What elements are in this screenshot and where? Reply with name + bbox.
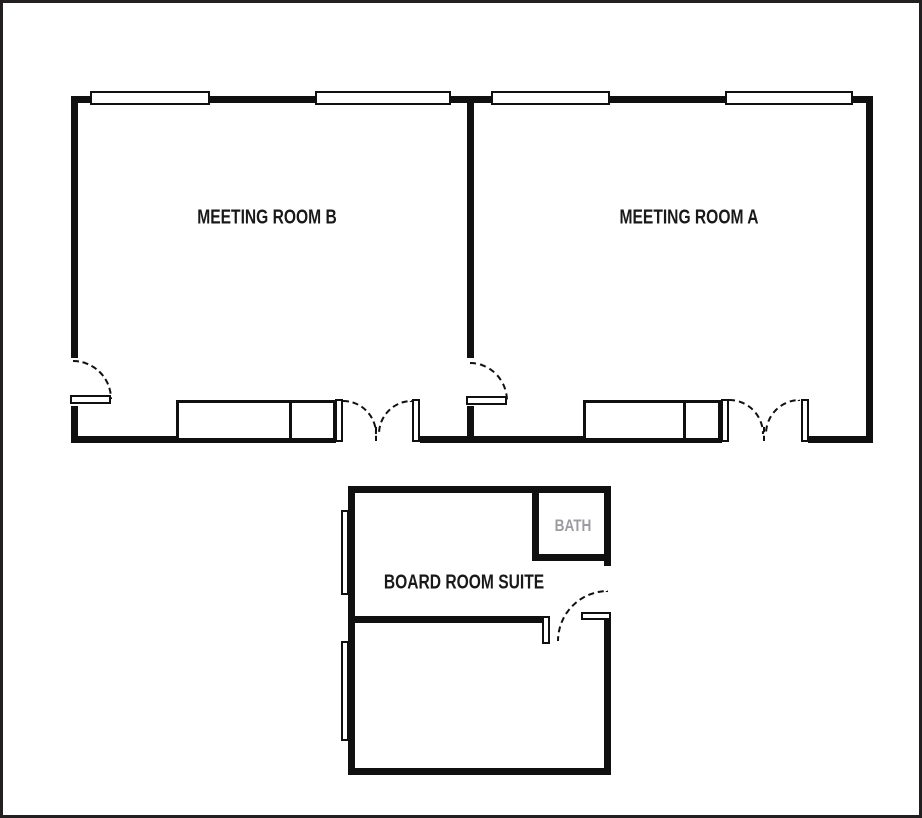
meeting-rooms-bottom-wall-middle	[420, 436, 722, 443]
meeting-rooms-center-wall-upper	[467, 103, 474, 358]
room-a-double-door-center-tick	[763, 427, 765, 441]
board-suite-right-wall-upper	[604, 486, 611, 566]
room-b-double-door-left-swing-arc	[343, 400, 377, 434]
label-bath: BATH	[554, 516, 592, 535]
label-meeting-room-a: MEETING ROOM A	[619, 206, 759, 229]
label-board-room-suite: BOARD ROOM SUITE	[383, 571, 545, 594]
board-suite-right-wall-lower	[604, 619, 611, 775]
bath-left-wall	[532, 493, 539, 561]
meeting-rooms-left-wall-upper	[71, 96, 78, 358]
room-a-double-door-right-swing-arc	[765, 399, 800, 434]
board-suite-top-wall	[349, 486, 611, 493]
meeting-rooms-bottom-wall-right	[808, 436, 873, 443]
meeting-rooms-right-wall	[866, 96, 873, 443]
meeting-rooms-left-wall-lower	[71, 406, 78, 443]
board-suite-door-swing-arc	[557, 590, 608, 641]
window-2	[315, 91, 451, 105]
room-b-side-door-swing-arc	[73, 360, 112, 399]
room-a-double-door-left-leaf	[721, 399, 729, 442]
board-suite-middle-wall	[349, 616, 543, 623]
room-a-double-door-left-swing-arc	[729, 399, 764, 434]
room-a-side-door-swing-arc	[470, 362, 508, 401]
room-b-double-door-left-leaf	[335, 399, 343, 442]
window-4	[725, 91, 853, 105]
board-suite-bottom-wall	[348, 768, 611, 775]
meeting-rooms-center-wall-lower	[467, 406, 474, 443]
room-b-double-door-center-tick	[375, 427, 377, 441]
board-suite-window-upper	[341, 510, 349, 595]
board-suite-door-jamb	[542, 616, 550, 644]
window-3	[491, 91, 610, 105]
room-b-double-door-right-swing-arc	[378, 400, 412, 434]
board-suite-left-wall	[348, 486, 355, 775]
room-a-double-door-right-leaf	[801, 399, 809, 442]
bath-bottom-wall	[532, 554, 611, 561]
room-a-table	[583, 400, 721, 441]
board-suite-window-lower	[341, 641, 349, 741]
room-b-table-divider	[289, 403, 292, 438]
room-a-table-divider	[683, 403, 686, 438]
room-b-double-door-right-leaf	[412, 399, 420, 442]
meeting-rooms-top-wall	[71, 96, 873, 103]
window-1	[90, 91, 210, 105]
room-b-table	[176, 400, 336, 441]
label-meeting-room-b: MEETING ROOM B	[197, 206, 337, 229]
